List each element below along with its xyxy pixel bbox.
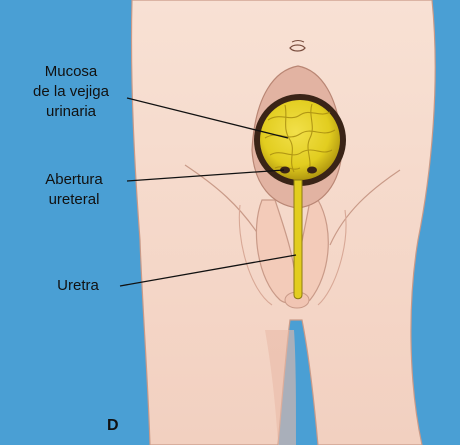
panel-letter: D [107,417,119,435]
ureteral-opening-right [307,167,317,174]
label-bladder-mucosa: Mucosa de la vejiga urinaria [12,62,130,122]
label-ureteral-opening: Abertura ureteral [20,170,128,210]
urethra [294,180,302,299]
label-urethra: Uretra [40,276,116,296]
